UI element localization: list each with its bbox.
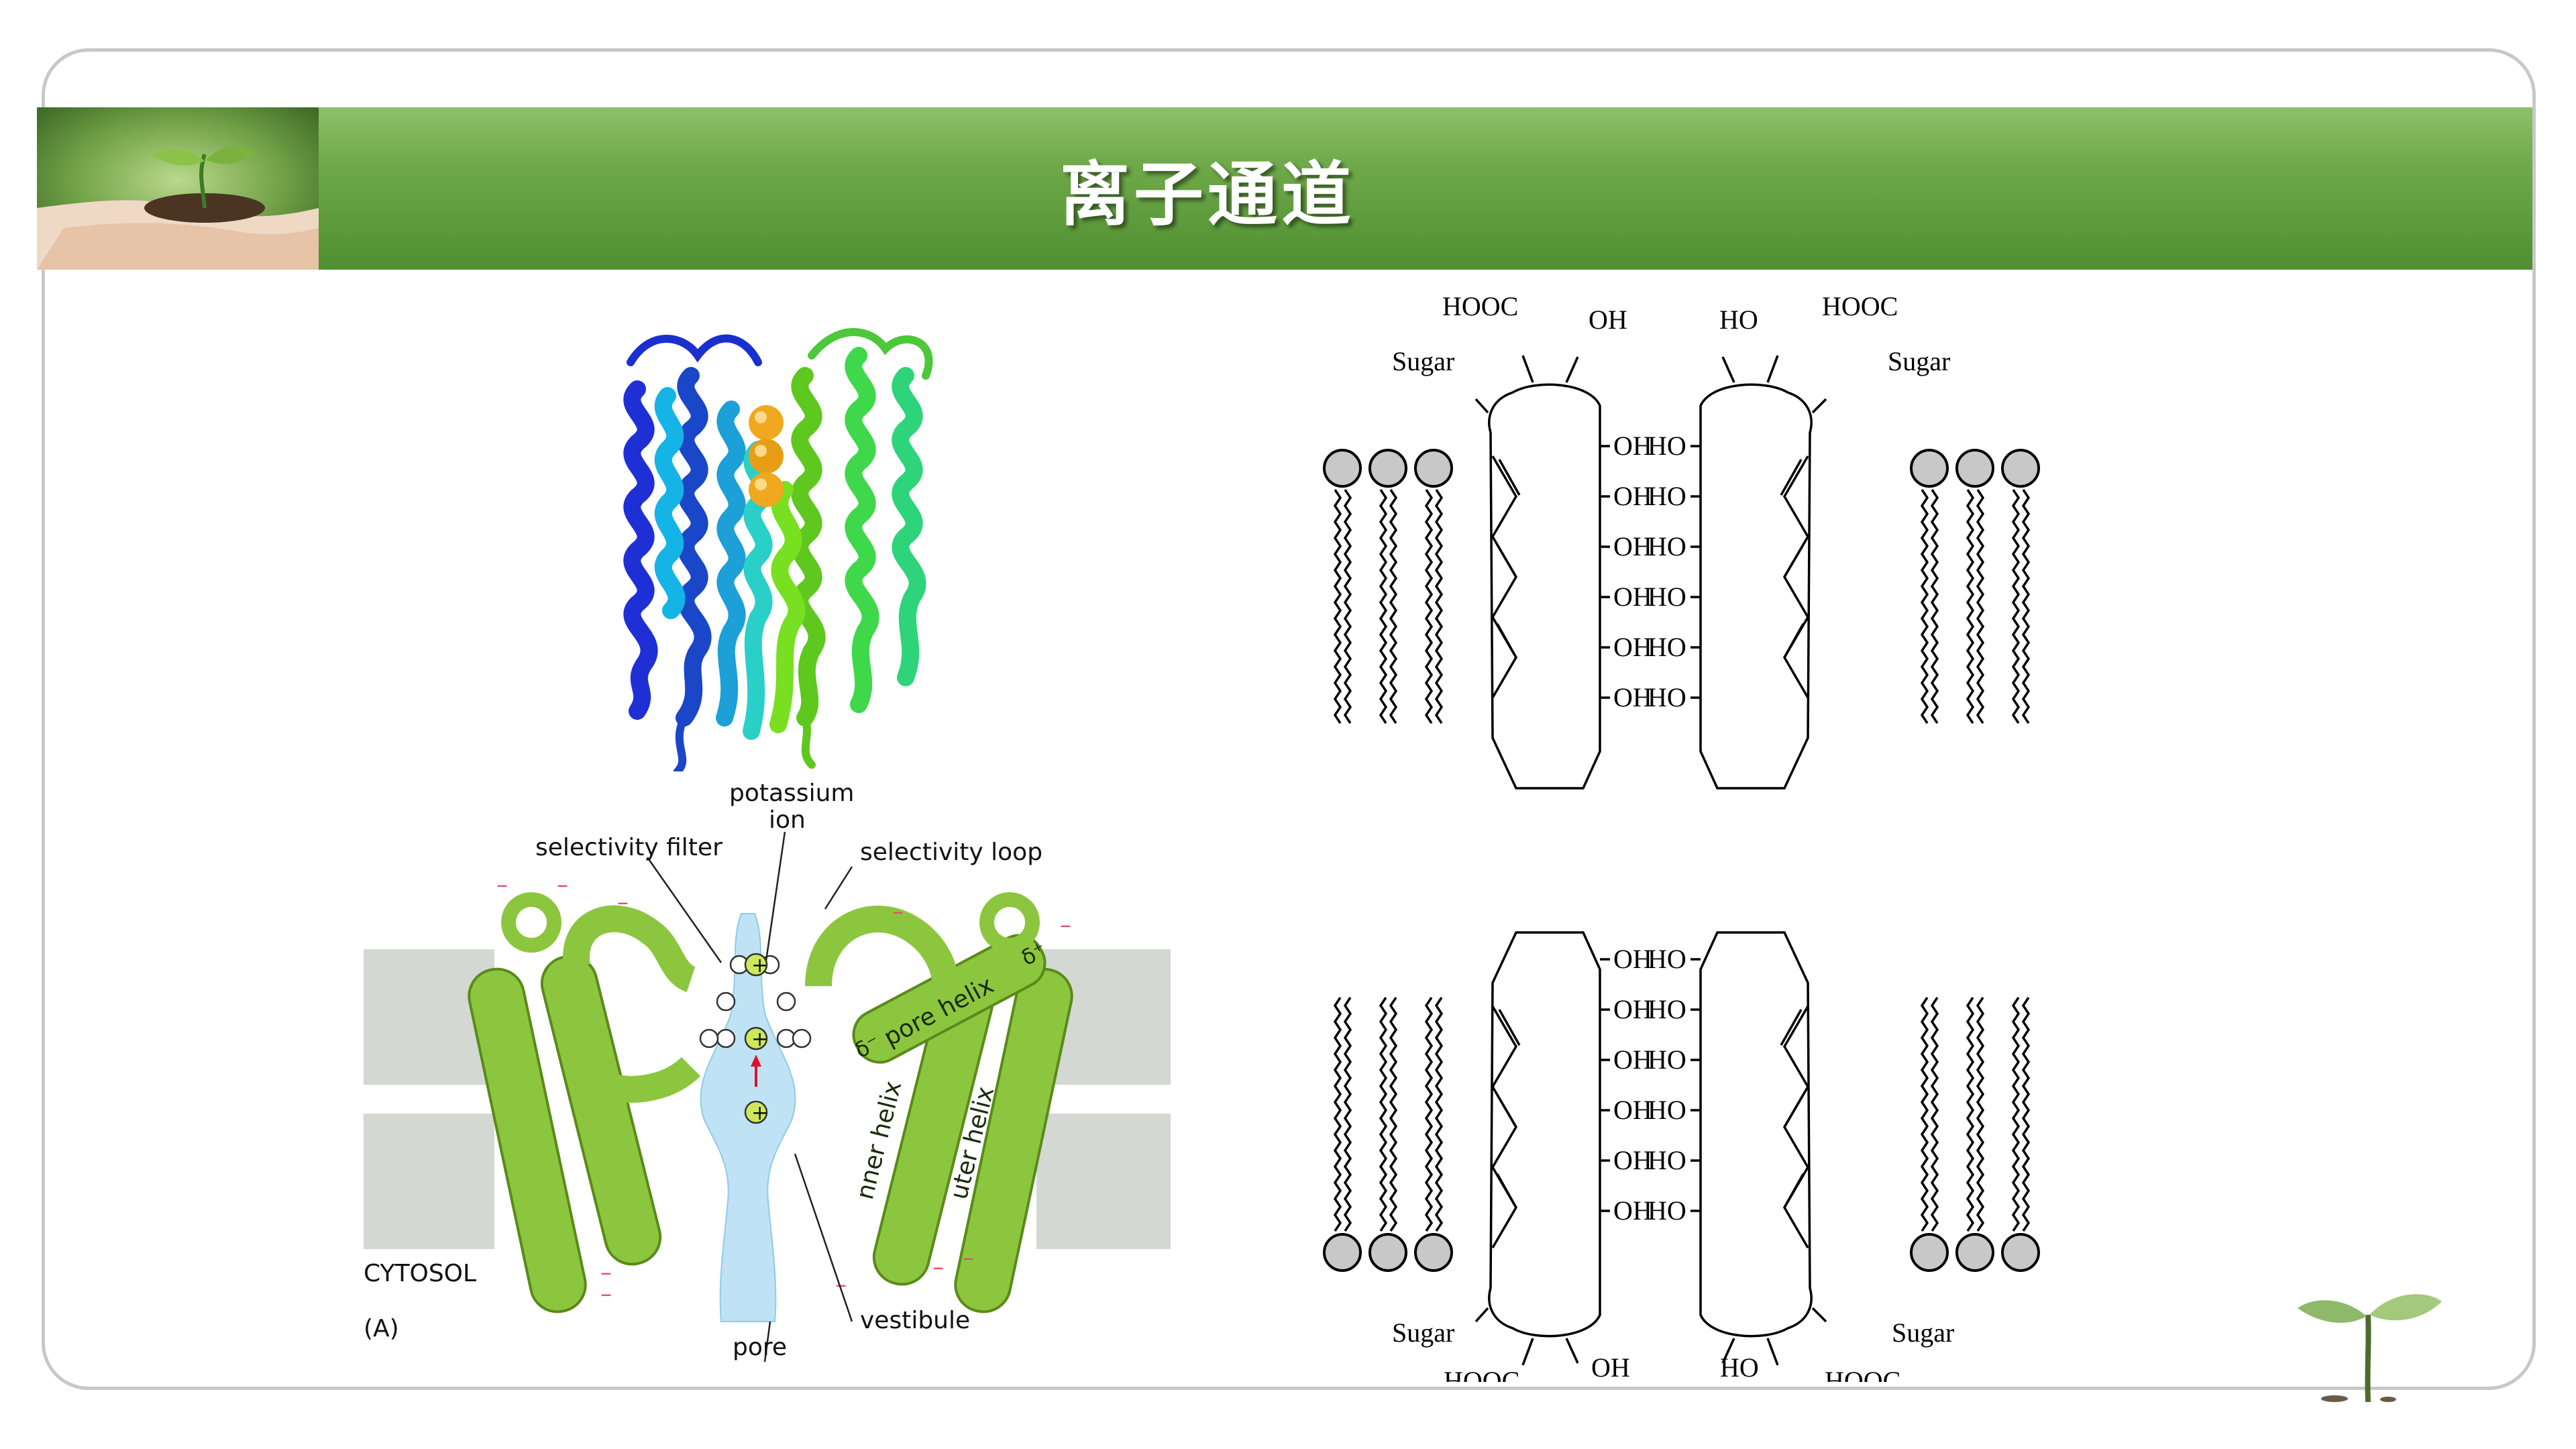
svg-text:HO: HO — [1648, 1044, 1686, 1075]
svg-text:OH: OH — [1613, 582, 1652, 612]
vestibule-label: vestibule — [860, 1307, 970, 1334]
lipid-group-upper-right — [1910, 449, 2040, 724]
lipid-group-lower-right — [1910, 997, 2040, 1272]
svg-text:–: – — [1060, 912, 1071, 938]
svg-text:HO: HO — [1648, 481, 1686, 511]
svg-text:HOOC: HOOC — [1444, 1366, 1519, 1382]
svg-text:+: + — [751, 1028, 768, 1051]
left-selectivity-loop — [563, 905, 697, 992]
cytosol-label: CYTOSOL — [364, 1260, 476, 1287]
svg-text:OH: OH — [1613, 994, 1652, 1024]
svg-text:–: – — [963, 1244, 974, 1271]
polyene-channel-diagram: HOOC OH Sugar HO HOOC Sugar OH OH OH OH … — [1315, 282, 2093, 1396]
svg-text:–: – — [496, 871, 508, 898]
lipid-group-upper-left — [1323, 449, 1453, 724]
page-title: 离子通道 — [1060, 154, 1356, 235]
left-loop-knob — [501, 892, 561, 953]
sprout-decoration — [2281, 1268, 2455, 1405]
svg-text:OH: OH — [1613, 944, 1652, 974]
membrane-band-lower-left — [364, 1114, 494, 1249]
oh-labels-lower-left: OH OH OH OH OH OH — [1613, 944, 1652, 1226]
svg-text:ion: ion — [769, 806, 806, 834]
svg-text:–: – — [932, 1254, 944, 1281]
title-banner — [37, 107, 2532, 270]
potassium-channel-ribbon-structure — [590, 315, 966, 775]
svg-text:HO: HO — [1648, 682, 1686, 712]
svg-text:Sugar: Sugar — [1392, 1318, 1454, 1348]
right-loop-knob — [979, 892, 1040, 953]
svg-text:HO: HO — [1648, 1145, 1686, 1175]
svg-text:OH: OH — [1613, 1095, 1652, 1125]
svg-text:OH: OH — [1613, 1145, 1652, 1175]
svg-text:HOOC: HOOC — [1822, 291, 1898, 321]
svg-text:HO: HO — [1648, 431, 1686, 461]
channel-schematic: + + + pore helix δ⁻ δ⁺ nner helix uter h… — [356, 771, 1181, 1392]
potassium-ion-1 — [744, 953, 768, 977]
membrane-band-lower-right — [1036, 1114, 1171, 1249]
svg-text:–: – — [600, 1281, 612, 1307]
seedling-hand-photo — [37, 107, 319, 270]
ring-upper-left — [1488, 383, 1601, 790]
ring-upper-right — [1699, 383, 1813, 790]
svg-text:HO: HO — [1648, 632, 1686, 662]
ring-lower-left — [1488, 931, 1601, 1338]
svg-text:OH: OH — [1613, 1195, 1652, 1226]
svg-text:OH: OH — [1591, 1352, 1630, 1382]
svg-text:OH: OH — [1589, 305, 1627, 335]
svg-text:HO: HO — [1648, 1095, 1686, 1125]
svg-text:–: – — [557, 871, 568, 898]
svg-text:HO: HO — [1648, 1195, 1686, 1226]
svg-text:HO: HO — [1719, 305, 1758, 335]
pore-label: pore — [733, 1334, 787, 1361]
svg-text:OH: OH — [1613, 431, 1652, 461]
svg-text:HO: HO — [1648, 582, 1686, 612]
ho-labels-upper-right: HO HO HO HO HO HO — [1648, 431, 1686, 712]
panel-label: (A) — [364, 1315, 399, 1342]
right-selectivity-loop — [805, 906, 959, 987]
potassium-ion-3 — [744, 1100, 768, 1124]
svg-text:OH: OH — [1613, 481, 1652, 511]
oh-labels-upper-left: OH OH OH OH OH OH — [1613, 431, 1652, 712]
svg-text:Sugar: Sugar — [1888, 346, 1950, 376]
svg-text:OH: OH — [1613, 531, 1652, 561]
svg-text:+: + — [751, 1102, 768, 1125]
lipid-group-lower-left — [1323, 997, 1453, 1272]
svg-text:HO: HO — [1648, 531, 1686, 561]
selectivity-filter-label: selectivity filter — [535, 834, 722, 861]
svg-text:HOOC: HOOC — [1825, 1366, 1900, 1382]
svg-text:OH: OH — [1613, 632, 1652, 662]
svg-text:Sugar: Sugar — [1892, 1318, 1954, 1348]
svg-text:–: – — [835, 1271, 847, 1298]
svg-text:HO: HO — [1720, 1352, 1759, 1382]
svg-text:HO: HO — [1648, 944, 1686, 974]
svg-text:OH: OH — [1613, 682, 1652, 712]
sugar-label: Sugar — [1392, 346, 1454, 376]
svg-text:–: – — [600, 1259, 612, 1286]
svg-text:HO: HO — [1648, 994, 1686, 1024]
ho-labels-lower-right: HO HO HO HO HO HO — [1648, 944, 1686, 1226]
svg-text:+: + — [751, 954, 768, 977]
svg-text:–: – — [892, 898, 904, 925]
left-outer-helix — [468, 967, 587, 1313]
hooc-label: HOOC — [1442, 291, 1518, 321]
potassium-ion-label: potassium — [729, 780, 854, 807]
svg-text:OH: OH — [1613, 1044, 1652, 1075]
potassium-ion-2 — [744, 1026, 768, 1051]
svg-text:–: – — [617, 889, 629, 916]
ring-lower-right — [1699, 931, 1813, 1338]
right-outer-helix — [954, 967, 1073, 1313]
selectivity-loop-label: selectivity loop — [860, 839, 1042, 866]
